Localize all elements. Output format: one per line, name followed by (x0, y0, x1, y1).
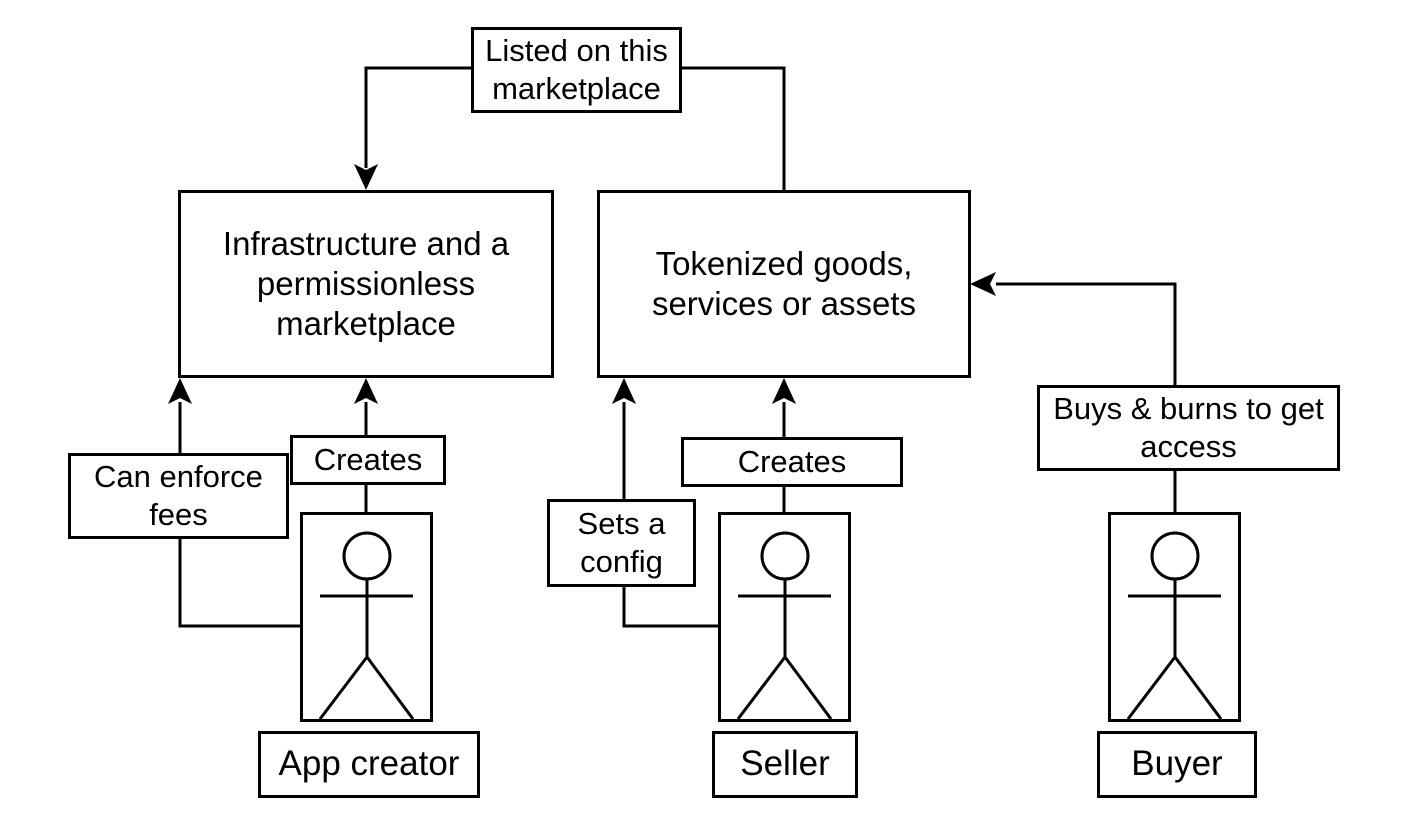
seller-label-text: Seller (740, 744, 830, 784)
buyer-label: Buyer (1097, 731, 1257, 798)
arrowhead-up-tokenized-creates (772, 378, 796, 404)
stick-figure-icon (1126, 531, 1223, 719)
seller-creates-text: Creates (737, 444, 847, 480)
buyer-actor (1108, 512, 1241, 722)
app-creator-label-text: App creator (278, 744, 460, 784)
app-creator-creates-text: Creates (313, 442, 423, 478)
seller-creates-label: Creates (681, 437, 903, 487)
can-enforce-fees-text: Can enforce fees (94, 459, 263, 532)
arrowhead-up-infra-creates (354, 378, 378, 404)
listed-on-marketplace-label: Listed on this marketplace (471, 27, 682, 113)
listed-on-marketplace-text: Listed on this marketplace (485, 33, 668, 106)
buys-and-burns-text: Buys & burns to get access (1053, 391, 1324, 464)
arrowhead-up-tokenized-config (612, 378, 636, 404)
stick-figure-icon (318, 531, 415, 719)
seller-actor (718, 512, 851, 722)
tokenized-node-text: Tokenized goods, services or assets (651, 244, 917, 322)
arrowhead-up-infra-fees (168, 378, 192, 404)
seller-label: Seller (712, 731, 858, 798)
app-creator-creates-label: Creates (290, 435, 446, 485)
arrowhead-down-infrastructure (354, 164, 378, 190)
infrastructure-node: Infrastructure and a permissionless mark… (178, 190, 554, 378)
tokenized-node: Tokenized goods, services or assets (597, 190, 971, 378)
app-creator-label: App creator (258, 731, 480, 798)
can-enforce-fees-label: Can enforce fees (68, 453, 289, 539)
sets-config-label: Sets a config (547, 499, 696, 587)
infrastructure-node-text: Infrastructure and a permissionless mark… (222, 224, 510, 343)
stick-figure-icon (736, 531, 833, 719)
app-creator-actor (300, 512, 433, 722)
arrowhead-left-tokenized (970, 272, 996, 296)
buyer-label-text: Buyer (1131, 744, 1223, 784)
buys-and-burns-label: Buys & burns to get access (1037, 385, 1340, 471)
sets-config-text: Sets a config (577, 506, 666, 579)
edge-sets-config (622, 402, 722, 628)
